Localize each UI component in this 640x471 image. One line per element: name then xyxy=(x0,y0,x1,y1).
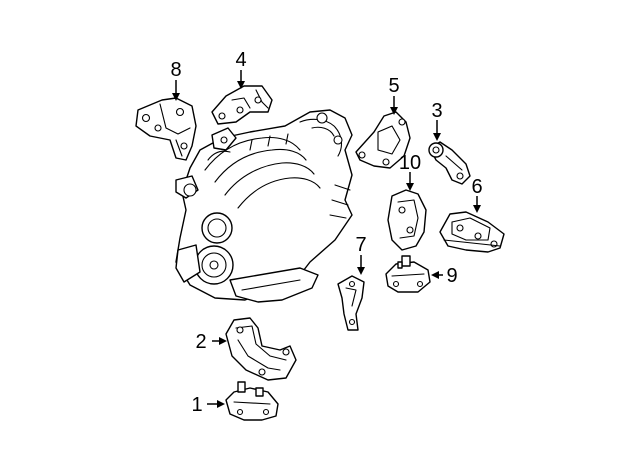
part-7-bracket xyxy=(337,275,365,331)
callout-9: 9 xyxy=(446,265,457,287)
callout-labels: 8 4 5 3 10 6 7 9 2 1 xyxy=(170,49,482,416)
part-10-bracket xyxy=(387,189,427,251)
callout-7: 7 xyxy=(355,234,366,256)
part-4-bracket xyxy=(211,85,273,125)
part-3-link xyxy=(428,141,471,185)
callout-1: 1 xyxy=(191,394,202,416)
callout-8: 8 xyxy=(170,59,181,81)
leader-arrows xyxy=(172,70,481,408)
callout-10: 10 xyxy=(399,152,421,174)
callout-4: 4 xyxy=(235,49,246,71)
part-6-mount xyxy=(439,211,505,253)
engine-block xyxy=(175,109,353,303)
callout-5: 5 xyxy=(388,75,399,97)
part-1-mount xyxy=(225,381,279,421)
part-9-mount xyxy=(385,255,431,293)
callout-6: 6 xyxy=(471,176,482,198)
part-2-bracket xyxy=(225,317,297,381)
part-8-bracket xyxy=(135,97,197,161)
part-5-bracket xyxy=(355,111,411,169)
callout-2: 2 xyxy=(195,331,206,353)
callout-3: 3 xyxy=(431,100,442,122)
